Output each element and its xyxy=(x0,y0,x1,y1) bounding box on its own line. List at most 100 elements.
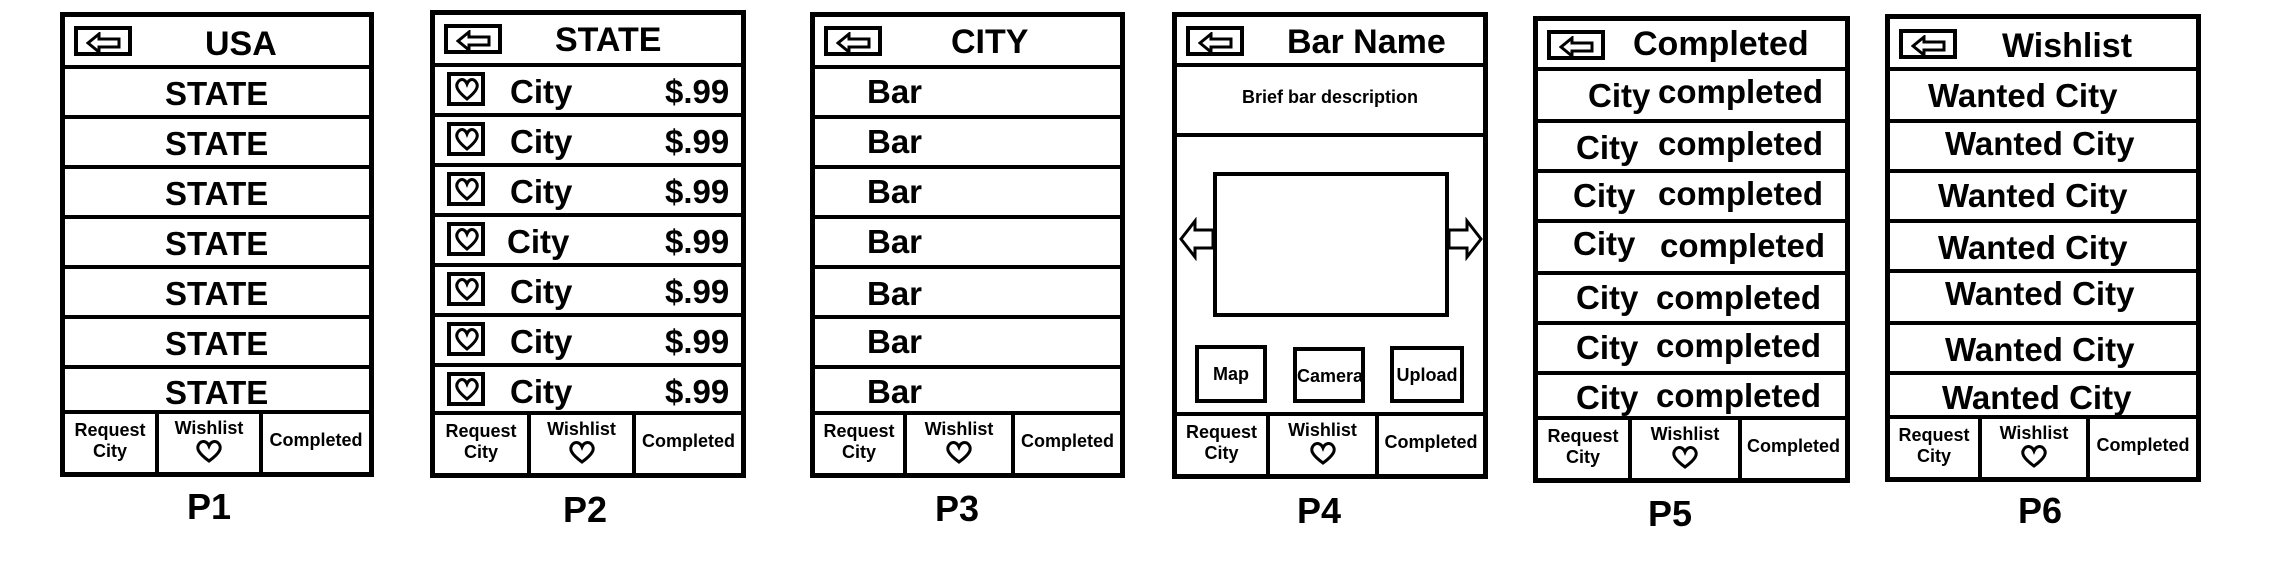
list-item[interactable]: City completed xyxy=(1538,275,1845,325)
state-label: STATE xyxy=(165,125,269,162)
description-box: Brief bar description xyxy=(1177,67,1483,137)
list-item[interactable]: City completed xyxy=(1538,173,1845,223)
list-item[interactable]: STATE xyxy=(65,269,369,319)
list-item[interactable]: City $.99 xyxy=(435,367,741,417)
heart-icon xyxy=(2021,445,2047,468)
list-item[interactable]: Wanted City xyxy=(1890,223,2196,273)
request-city-button[interactable]: Request City xyxy=(1177,416,1270,474)
favorite-toggle[interactable] xyxy=(447,272,485,306)
request-city-button[interactable]: Request City xyxy=(1890,419,1982,477)
completed-status: completed xyxy=(1658,175,1824,212)
list-item[interactable]: City $.99 xyxy=(435,67,741,117)
list-item[interactable]: Bar xyxy=(815,369,1120,417)
favorite-toggle[interactable] xyxy=(447,222,485,256)
list-item[interactable]: Bar xyxy=(815,119,1120,169)
state-label: STATE xyxy=(165,225,269,262)
back-button[interactable] xyxy=(74,26,132,56)
list-item[interactable]: City completed xyxy=(1538,223,1845,275)
photo-frame xyxy=(1213,172,1449,317)
list-item[interactable]: STATE xyxy=(65,119,369,169)
list-item[interactable]: Bar xyxy=(815,69,1120,119)
completed-button[interactable]: Completed xyxy=(1379,416,1483,474)
wishlist-button[interactable]: Wishlist xyxy=(159,414,263,472)
list-item[interactable]: City completed xyxy=(1538,375,1845,423)
bottom-nav: Request City Wishlist Completed xyxy=(1177,412,1483,474)
price: $.99 xyxy=(665,323,730,360)
wishlist-button[interactable]: Wishlist xyxy=(1632,420,1742,478)
list-item[interactable]: STATE xyxy=(65,169,369,219)
list-item[interactable]: STATE xyxy=(65,219,369,269)
wishlist-label: Wishlist xyxy=(1650,424,1720,444)
wanted-city-label: Wanted City xyxy=(1928,77,2118,114)
completed-status: completed xyxy=(1656,327,1822,364)
request-city-button[interactable]: Request City xyxy=(815,415,907,473)
list-item[interactable]: City $.99 xyxy=(435,267,741,317)
camera-button[interactable]: Camera xyxy=(1293,347,1365,403)
favorite-toggle[interactable] xyxy=(447,372,485,406)
completed-button[interactable]: Completed xyxy=(2090,419,2196,477)
list-item[interactable]: Wanted City xyxy=(1890,375,2196,423)
completed-button[interactable]: Completed xyxy=(636,415,741,473)
back-button[interactable] xyxy=(1547,30,1605,60)
completed-status: completed xyxy=(1656,279,1822,316)
completed-status: completed xyxy=(1660,227,1826,264)
list-item[interactable]: Wanted City xyxy=(1890,123,2196,173)
favorite-toggle[interactable] xyxy=(447,122,485,156)
next-arrow-icon[interactable] xyxy=(1447,217,1483,261)
map-button[interactable]: Map xyxy=(1195,345,1267,403)
list-item[interactable]: City $.99 xyxy=(435,317,741,367)
request-city-button[interactable]: Request City xyxy=(1538,420,1632,478)
completed-status: completed xyxy=(1658,125,1824,162)
completed-button[interactable]: Completed xyxy=(263,414,369,472)
wishlist-button[interactable]: Wishlist xyxy=(907,415,1015,473)
state-label: STATE xyxy=(165,325,269,362)
list-item[interactable]: Wanted City xyxy=(1890,325,2196,375)
request-city-button[interactable]: Request City xyxy=(435,415,531,473)
caption: P4 xyxy=(1297,490,1342,531)
list-item[interactable]: City completed xyxy=(1538,123,1845,173)
list-item[interactable]: Bar xyxy=(815,219,1120,269)
back-button[interactable] xyxy=(1899,29,1957,59)
bar-label: Bar xyxy=(867,123,923,160)
city-label: City xyxy=(841,442,876,462)
list-item[interactable]: Wanted City xyxy=(1890,71,2196,123)
favorite-toggle[interactable] xyxy=(447,322,485,356)
list-item[interactable]: Wanted City xyxy=(1890,273,2196,325)
wishlist-button[interactable]: Wishlist xyxy=(1270,416,1379,474)
header: STATE xyxy=(435,15,741,67)
list-item[interactable]: STATE xyxy=(65,69,369,119)
favorite-toggle[interactable] xyxy=(447,72,485,106)
bar-label: Bar xyxy=(867,73,923,110)
list-item[interactable]: City $.99 xyxy=(435,117,741,167)
list-item[interactable]: STATE xyxy=(65,319,369,369)
wanted-city-label: Wanted City xyxy=(1938,177,2128,214)
state-label: STATE xyxy=(165,175,269,212)
completed-label: Completed xyxy=(269,430,363,450)
back-button[interactable] xyxy=(444,24,502,54)
list-item[interactable]: STATE xyxy=(65,369,369,415)
list-item[interactable]: Wanted City xyxy=(1890,173,2196,223)
favorite-toggle[interactable] xyxy=(447,172,485,206)
heart-icon xyxy=(455,78,479,101)
back-button[interactable] xyxy=(1186,26,1244,56)
request-city-button[interactable]: Request City xyxy=(65,414,159,472)
list-item[interactable]: City completed xyxy=(1538,71,1845,123)
completed-button[interactable]: Completed xyxy=(1742,420,1845,478)
list-item[interactable]: Bar xyxy=(815,319,1120,369)
list-item[interactable]: City $.99 xyxy=(435,217,741,267)
list-item[interactable]: City completed xyxy=(1538,325,1845,375)
screen-title: CITY xyxy=(951,23,1029,61)
bar-label: Bar xyxy=(867,275,923,312)
completed-status: completed xyxy=(1658,73,1824,110)
upload-button[interactable]: Upload xyxy=(1390,346,1464,403)
prev-arrow-icon[interactable] xyxy=(1179,217,1215,261)
list-item[interactable]: Bar xyxy=(815,169,1120,219)
completed-label: Completed xyxy=(641,431,735,451)
completed-button[interactable]: Completed xyxy=(1015,415,1120,473)
back-button[interactable] xyxy=(824,26,882,56)
list-item[interactable]: City $.99 xyxy=(435,167,741,217)
wishlist-button[interactable]: Wishlist xyxy=(1982,419,2090,477)
wishlist-button[interactable]: Wishlist xyxy=(531,415,636,473)
list-item[interactable]: Bar xyxy=(815,269,1120,319)
header: Completed xyxy=(1538,21,1845,71)
